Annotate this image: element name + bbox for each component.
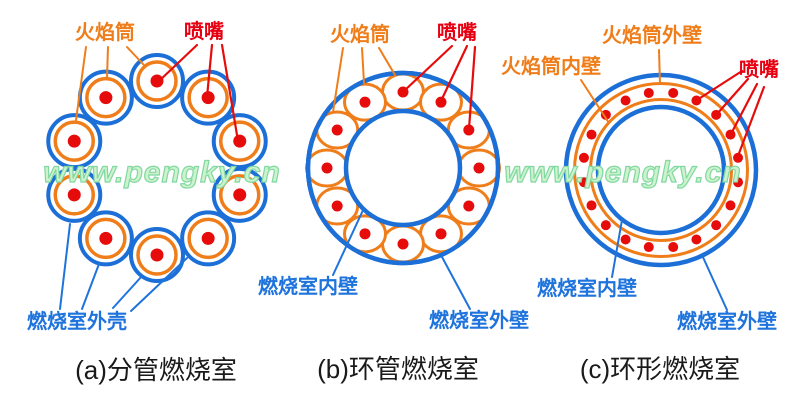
nozzle-dot [725, 200, 736, 211]
nozzle-dot [578, 177, 589, 188]
diagram-c-rings [563, 72, 759, 268]
watermark-left: www.pengky.cn [43, 155, 281, 189]
nozzle-dot [463, 200, 475, 212]
c-flame-tube-inner-wall-label: 火焰筒内壁 [501, 56, 601, 78]
flame-tube-ring [53, 120, 96, 162]
nozzle-dot [733, 152, 744, 163]
nozzle-dot [586, 200, 597, 211]
diagram-b-rings [305, 70, 501, 266]
nozzle-dot [600, 220, 611, 231]
watermark-right: www.pengky.cn [504, 155, 742, 189]
nozzle-dot [201, 91, 215, 105]
nozzle-dot [233, 134, 247, 148]
nozzle-dot [668, 242, 679, 253]
a-flame-tube-label: 火焰筒 [75, 22, 135, 44]
flame-tube-ring [218, 174, 261, 216]
nozzle-dot [733, 177, 744, 188]
flame-tube-ring [136, 234, 178, 276]
c-flame-tube-outer-wall-label: 火焰筒外壁 [602, 25, 702, 47]
flame-tube-ring [187, 217, 229, 260]
nozzle-dot [99, 231, 113, 245]
flame-tube-ring [85, 217, 127, 260]
nozzle-dot [359, 96, 371, 108]
flame-tube-ring [136, 60, 178, 102]
a-caption: (a)分管燃烧室 [75, 355, 237, 385]
nozzle-dot [321, 162, 333, 174]
nozzle-dot [435, 96, 447, 108]
flame-tube-ring [53, 174, 96, 216]
nozzle-dot [691, 234, 702, 245]
diagram-b-flame-tubes [305, 72, 501, 264]
nozzle-dot [586, 129, 597, 140]
diagram-b-leader-lines [332, 44, 477, 310]
b-inner-wall-label: 燃烧室内壁 [258, 276, 358, 298]
c-outer-wall-label: 燃烧室外壁 [677, 311, 777, 333]
nozzle-dot [668, 87, 679, 98]
b-outer-wall-label: 燃烧室外壁 [429, 310, 529, 332]
nozzle-dot [331, 124, 343, 136]
nozzle-dot [435, 228, 447, 240]
nozzle-dot [233, 188, 247, 202]
nozzle-dot [620, 95, 631, 106]
diagram-c-leader-lines [580, 49, 766, 311]
a-nozzle-label: 喷嘴 [184, 21, 224, 43]
nozzle-dot [331, 200, 343, 212]
nozzle-dot [150, 74, 164, 88]
flame-tube-ring [85, 76, 127, 119]
nozzle-dot [473, 162, 485, 174]
b-nozzle-label: 喷嘴 [437, 22, 477, 44]
c-inner-wall-label: 燃烧室内壁 [537, 278, 637, 300]
nozzle-dot [99, 91, 113, 105]
nozzle-dot [620, 234, 631, 245]
c-nozzle-label: 喷嘴 [739, 59, 779, 81]
c-caption: (c)环形燃烧室 [579, 354, 741, 384]
nozzle-dot [359, 228, 371, 240]
nozzle-dot [711, 220, 722, 231]
nozzle-dot [397, 238, 409, 250]
nozzle-dot [150, 248, 164, 262]
flame-tube-ring [218, 120, 261, 162]
nozzle-dot [201, 231, 215, 245]
diagram-a-flame-tubes [46, 53, 268, 283]
nozzle-dot [600, 109, 611, 120]
nozzle-dot [67, 134, 81, 148]
nozzle-dot [67, 188, 81, 202]
nozzle-dot [578, 152, 589, 163]
nozzle-dot [643, 242, 654, 253]
b-caption: (b)环管燃烧室 [317, 354, 479, 384]
diagram-c-nozzles [578, 87, 744, 253]
diagram-a-leader-lines [59, 43, 240, 312]
a-casing-label: 燃烧室外壳 [27, 311, 127, 333]
nozzle-dot [643, 87, 654, 98]
b-flame-tube-label: 火焰筒 [330, 24, 390, 46]
